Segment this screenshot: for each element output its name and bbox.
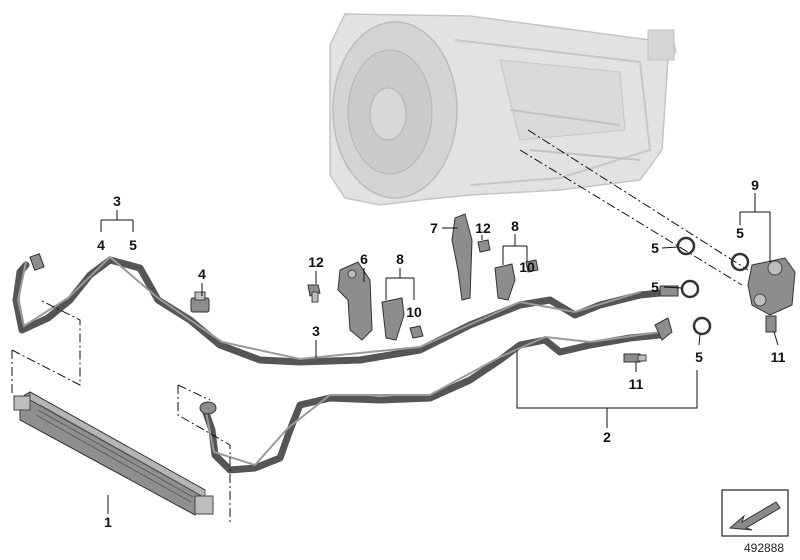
- leader-group-8-left: [385, 268, 415, 300]
- leader-5-middle: [663, 286, 683, 289]
- label-9: 9: [751, 177, 759, 193]
- bolt-12-right: [477, 239, 491, 253]
- label-7: 7: [430, 220, 438, 236]
- bolt-11-right: [765, 315, 777, 333]
- clamp-8-right: [494, 263, 516, 301]
- label-10-right: 10: [519, 259, 535, 275]
- leader-11-right: [773, 331, 779, 346]
- bolt-10-left: [409, 325, 424, 339]
- leader-5-upper-left: [661, 246, 679, 249]
- direction-arrow-icon: [728, 501, 781, 531]
- label-10-left: 10: [406, 304, 422, 320]
- bracket-7: [451, 213, 473, 301]
- label-4-group: 4: [97, 237, 105, 253]
- label-12-left: 12: [308, 254, 324, 270]
- label-5-upper-left: 5: [651, 240, 659, 256]
- clamp-8-left: [381, 297, 405, 341]
- label-8-right: 8: [511, 218, 519, 234]
- leader-group-8-right: [502, 234, 528, 265]
- leader-group-3: [100, 210, 134, 232]
- label-3-hose: 3: [312, 323, 320, 339]
- label-3-group: 3: [113, 193, 121, 209]
- label-4: 4: [198, 266, 206, 282]
- label-12-right: 12: [475, 220, 491, 236]
- transmission: [329, 13, 677, 206]
- alignment-line-lower: [519, 149, 743, 286]
- seal-ring-5-middle: [680, 279, 700, 299]
- label-6: 6: [360, 251, 368, 267]
- leader-group-9: [739, 193, 771, 262]
- bolt-11-left: [623, 353, 647, 363]
- seal-ring-5-lower: [692, 316, 712, 336]
- leader-group-2: [516, 350, 698, 428]
- bracket-6: [337, 261, 373, 341]
- document-id: 492888: [744, 541, 784, 555]
- cooler-bracket-left: [11, 299, 81, 395]
- label-5-lower: 5: [695, 349, 703, 365]
- cooler-bracket-right: [177, 384, 231, 525]
- label-2: 2: [603, 429, 611, 445]
- connector-9: [747, 257, 796, 316]
- hose-3: [12, 253, 679, 366]
- label-1: 1: [104, 514, 112, 530]
- alignment-line-upper: [527, 129, 749, 271]
- label-5-group: 5: [129, 237, 137, 253]
- leader-5-lower: [698, 333, 701, 346]
- label-8-left: 8: [396, 251, 404, 267]
- label-11-left: 11: [629, 376, 644, 392]
- seal-ring-5-upper-right: [730, 252, 750, 272]
- label-5-middle: 5: [651, 279, 659, 295]
- seal-ring-5-upper-left: [676, 236, 696, 256]
- oil-cooler: [13, 391, 214, 516]
- bolt-12-left: [307, 284, 321, 303]
- label-11-right: 11: [771, 349, 786, 365]
- bolt-10-right: [525, 259, 539, 273]
- reference-symbol-box: [721, 489, 789, 537]
- label-5-upper-right: 5: [736, 225, 744, 241]
- clip-4: [190, 291, 210, 313]
